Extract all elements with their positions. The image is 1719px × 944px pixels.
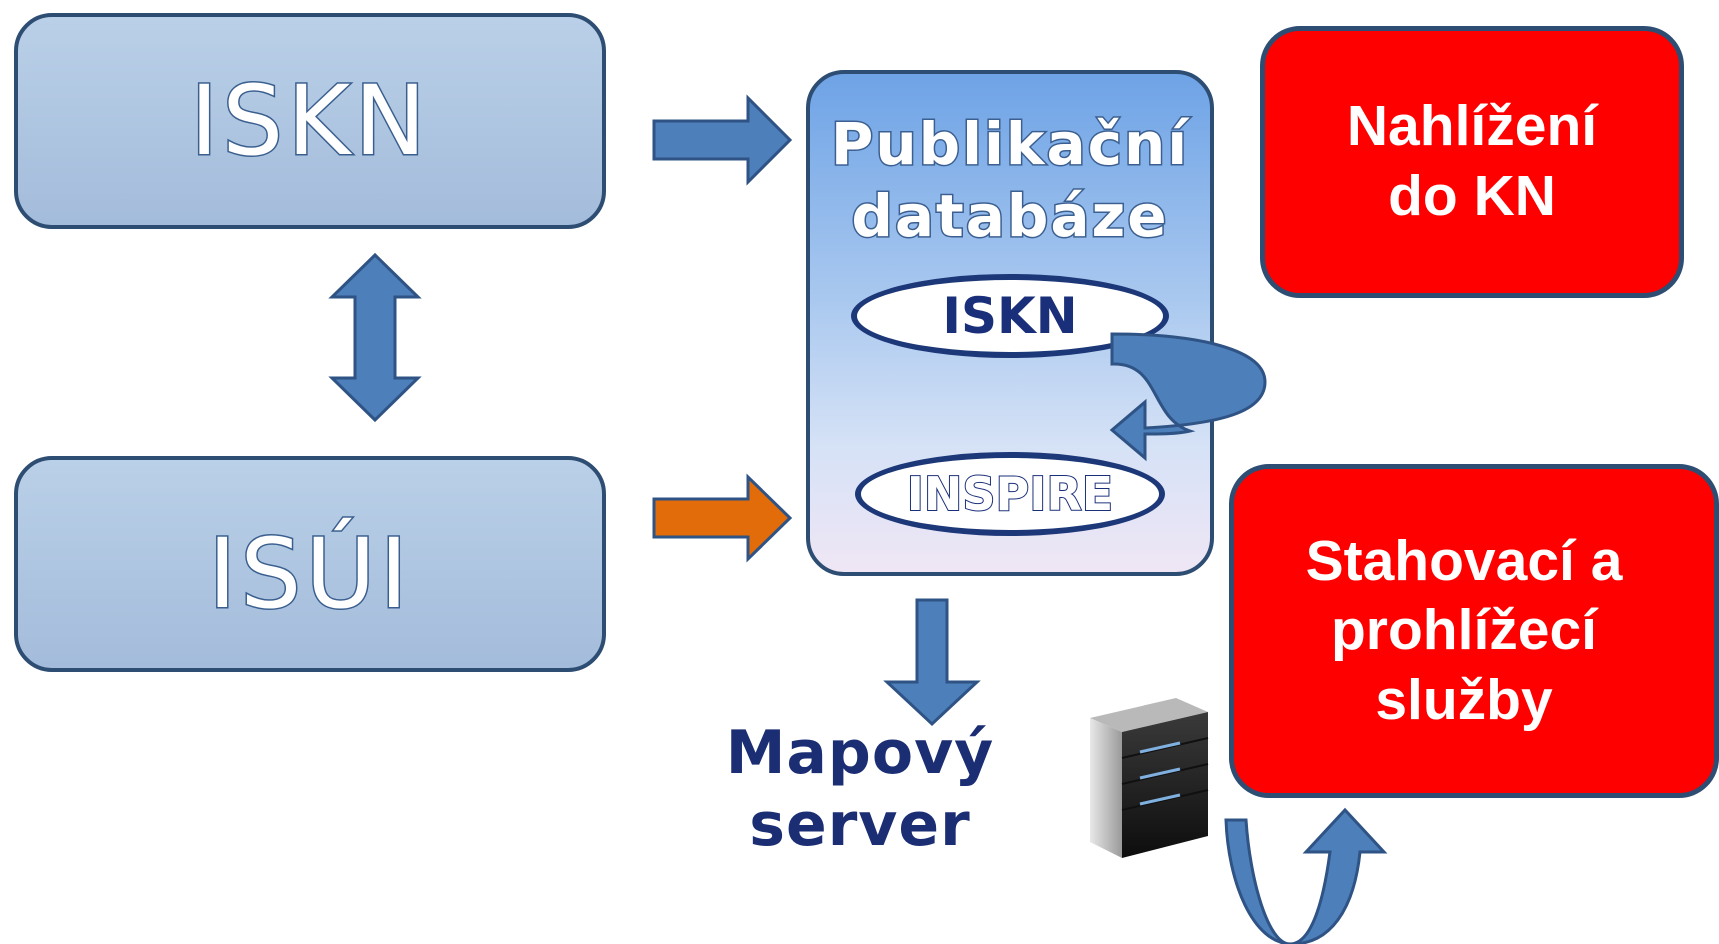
iskn-dataset-oval: ISKN [851, 274, 1169, 358]
curved-arrow-iskn-to-inspire [1109, 332, 1267, 462]
nahlizeni-line2: do KN [1388, 164, 1556, 228]
iskn-system-label: ISKN [188, 64, 430, 179]
stahovaci-line2: prohlížecí [1330, 598, 1598, 663]
arrow-pubdb-to-mapserver [883, 598, 981, 727]
nahlizeni-line1: Nahlížení [1346, 94, 1598, 159]
stahovaci-sluzby-box: Stahovací a prohlížecí služby [1229, 464, 1719, 798]
map-server-label-line2: server [749, 790, 971, 860]
iskn-system-box: ISKN [14, 13, 606, 229]
u-arrow-server-to-services [1224, 807, 1388, 944]
publication-db-title-line1: Publikační [829, 109, 1190, 180]
stahovaci-line3: služby [1375, 667, 1553, 732]
map-server-label-line1: Mapový [725, 718, 995, 788]
arrow-isui-to-pubdb [652, 473, 793, 563]
publication-db-title-line2: databáze [850, 181, 1169, 252]
stahovaci-line1: Stahovací a [1305, 528, 1623, 593]
publication-database-panel: Publikační databáze ISKN INSPIRE [806, 70, 1214, 576]
server-tower-icon [1090, 698, 1209, 858]
inspire-dataset-oval: INSPIRE [855, 452, 1165, 536]
arrow-iskn-to-pubdb [652, 94, 793, 186]
isui-system-label: ISÚI [207, 517, 412, 632]
isui-system-box: ISÚI [14, 456, 606, 672]
arrow-iskn-isui-bidirectional [328, 252, 422, 423]
nahlizeni-do-kn-box: Nahlížení do KN [1260, 26, 1684, 298]
